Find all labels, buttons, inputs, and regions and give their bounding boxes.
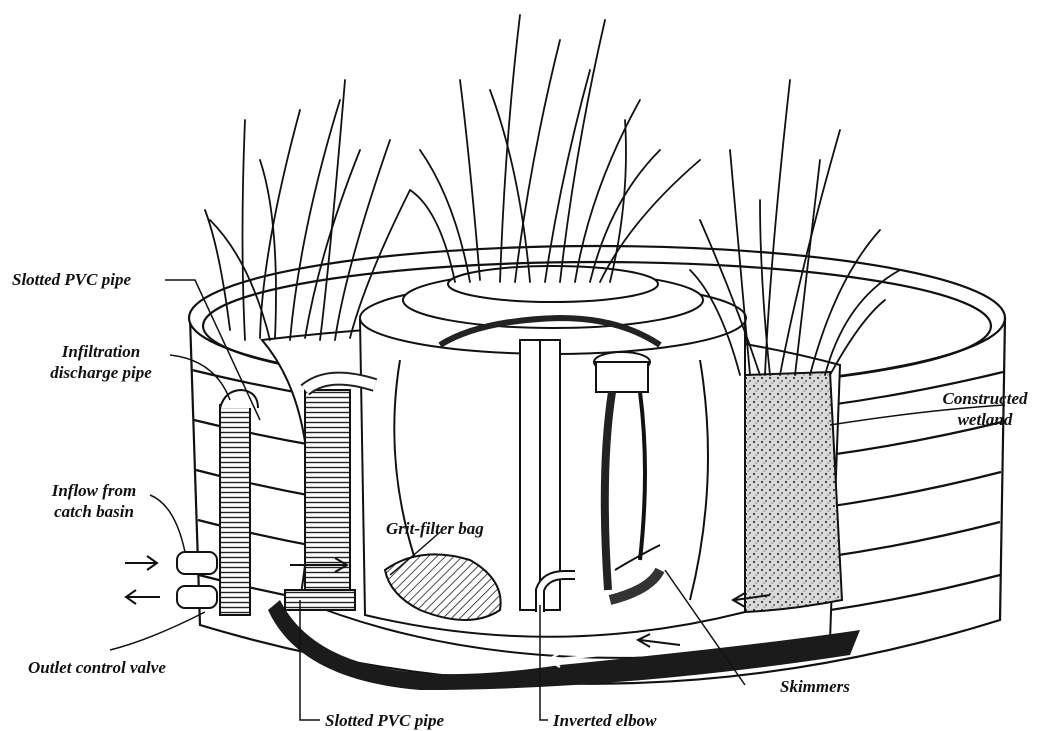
label-outlet-valve: Outlet control valve xyxy=(28,657,166,678)
label-inverted-elbow: Inverted elbow xyxy=(553,710,656,731)
label-infiltration-line2: discharge pipe xyxy=(36,362,166,383)
label-skimmers: Skimmers xyxy=(780,676,850,697)
label-inflow-line2: catch basin xyxy=(34,501,154,522)
label-constructed-line2: wetland xyxy=(930,409,1040,430)
label-constructed-line1: Constructed xyxy=(930,388,1040,409)
label-infiltration-line1: Infiltration xyxy=(36,341,166,362)
label-slotted-pvc-top: Slotted PVC pipe xyxy=(12,269,131,290)
wetland-gravel xyxy=(745,372,842,612)
slotted-pipe-bottom xyxy=(285,590,355,610)
label-inflow: Inflow from catch basin xyxy=(34,480,154,522)
label-grit-filter: Grit-filter bag xyxy=(386,518,484,539)
label-constructed-wetland: Constructed wetland xyxy=(930,388,1040,430)
label-inflow-line1: Inflow from xyxy=(34,480,154,501)
label-slotted-pvc-bottom: Slotted PVC pipe xyxy=(325,710,444,731)
label-infiltration-pipe: Infiltration discharge pipe xyxy=(36,341,166,383)
